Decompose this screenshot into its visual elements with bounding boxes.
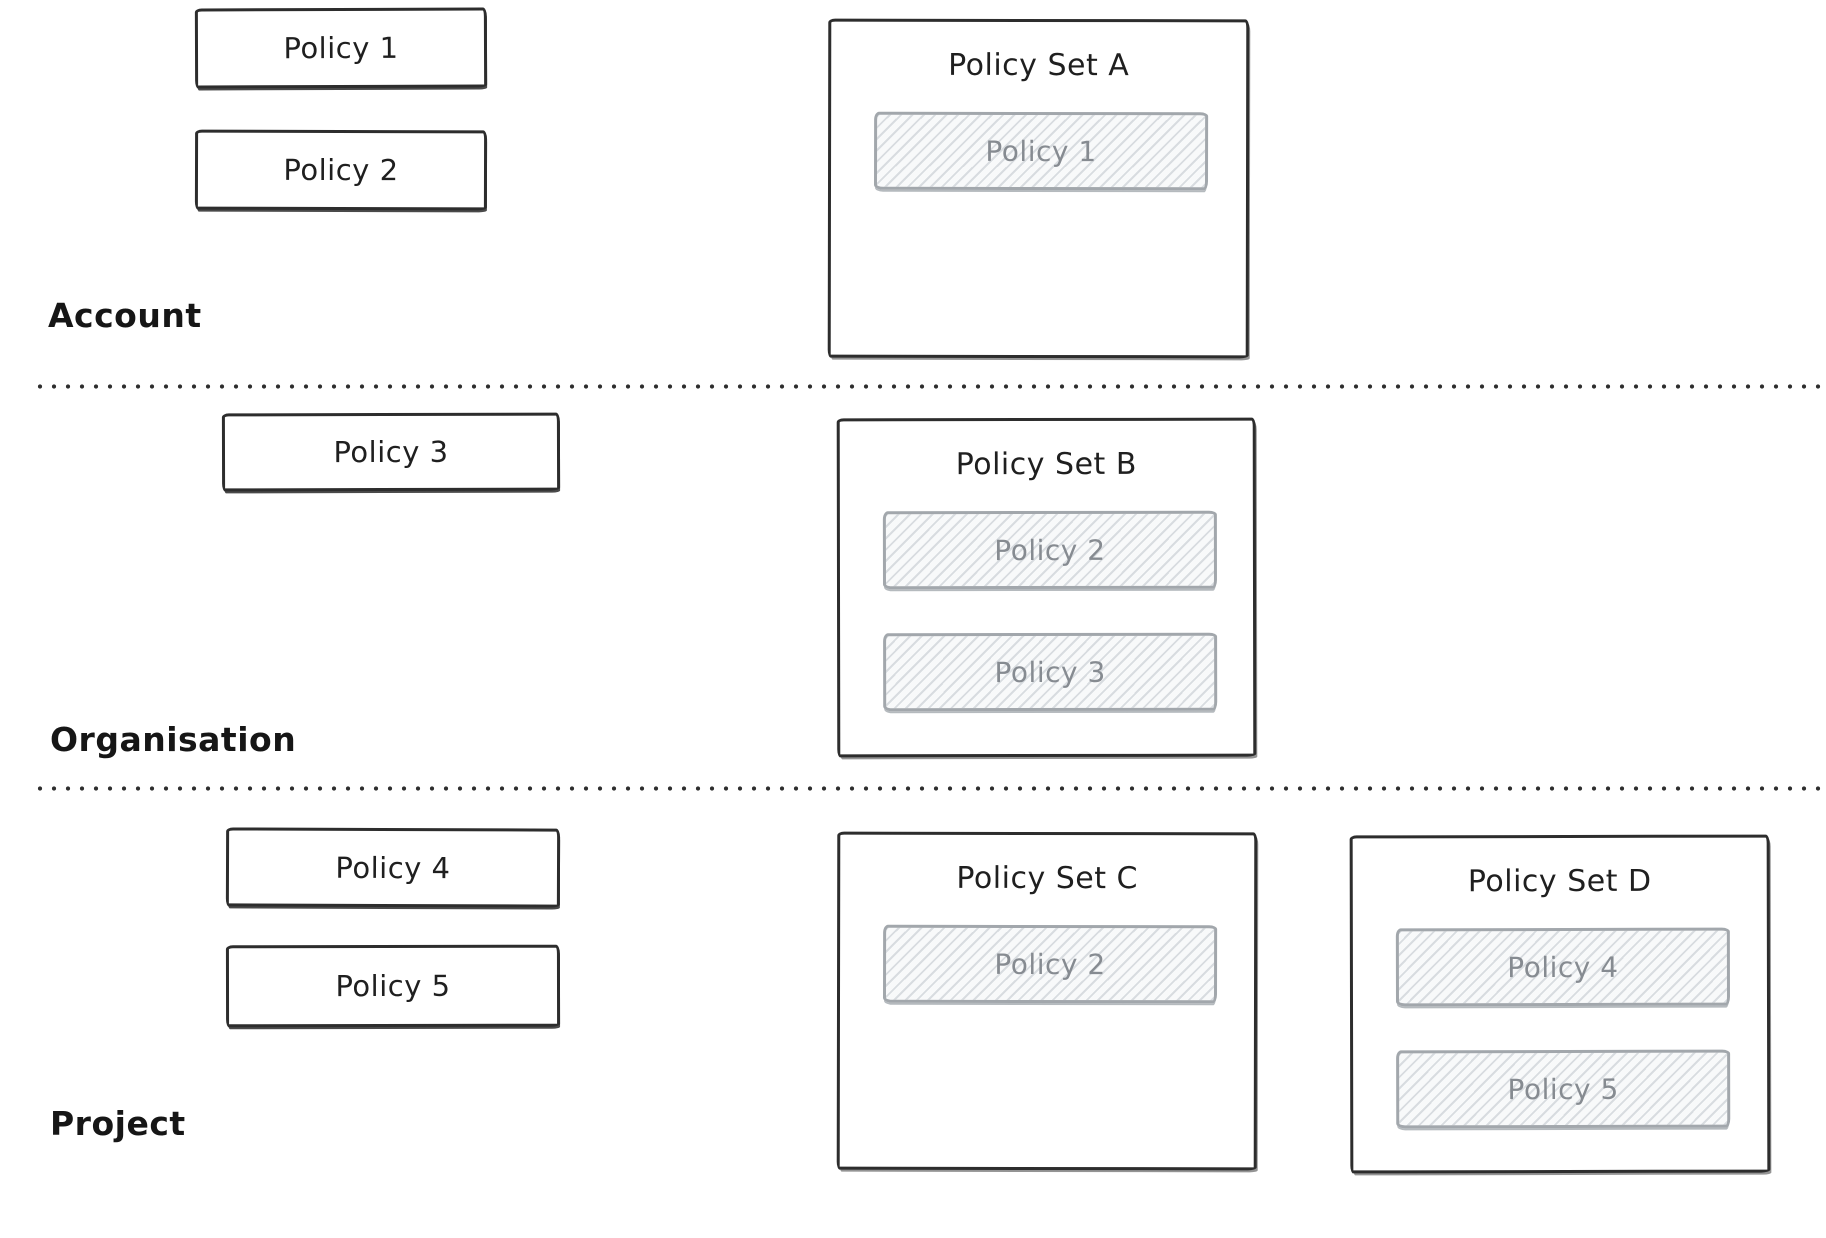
policy-box-label: Policy 4 — [335, 850, 451, 885]
policy-set-d-title: Policy Set D — [1467, 863, 1652, 900]
policy-box-label: Policy 2 — [283, 152, 399, 188]
policy-box-policy-3: Policy 3 — [221, 412, 561, 492]
policy-set-a-member-policy-1: Policy 1 — [873, 111, 1209, 191]
policy-set-b-member-policy-2: Policy 2 — [882, 510, 1218, 590]
policy-set-b-member-policy-3: Policy 3 — [883, 632, 1218, 712]
policy-box-label: Policy 5 — [335, 968, 451, 1004]
policy-set-d-member-policy-5: Policy 5 — [1396, 1049, 1731, 1129]
policy-set-member-label: Policy 5 — [1507, 1072, 1619, 1106]
policy-set-member-label: Policy 3 — [994, 655, 1106, 689]
policy-box-policy-2: Policy 2 — [194, 129, 488, 211]
policy-set-b: Policy Set B Policy 2 Policy 3 — [836, 417, 1257, 758]
policy-set-a: Policy Set A Policy 1 — [827, 18, 1250, 359]
policy-set-member-label: Policy 2 — [994, 947, 1106, 981]
policy-set-member-label: Policy 1 — [985, 134, 1097, 168]
policy-box-policy-4: Policy 4 — [225, 827, 561, 908]
policy-set-c-member-policy-2: Policy 2 — [882, 924, 1218, 1004]
policy-set-c: Policy Set C Policy 2 — [836, 831, 1258, 1171]
policy-set-b-title: Policy Set B — [955, 446, 1137, 483]
policy-box-policy-5: Policy 5 — [225, 944, 561, 1028]
row-label-project: Project — [50, 1104, 186, 1143]
policy-set-c-title: Policy Set C — [956, 860, 1139, 897]
policy-set-a-title: Policy Set A — [948, 47, 1130, 84]
policy-box-label: Policy 1 — [283, 30, 399, 66]
policy-set-d-member-policy-4: Policy 4 — [1395, 927, 1731, 1007]
policy-set-d: Policy Set D Policy 4 Policy 5 — [1349, 834, 1771, 1174]
policy-box-policy-1: Policy 1 — [194, 7, 488, 89]
policy-set-member-label: Policy 2 — [994, 533, 1106, 567]
policy-set-member-label: Policy 4 — [1507, 950, 1619, 984]
row-separator-organisation-project — [33, 786, 1826, 791]
row-label-account: Account — [48, 296, 202, 335]
row-label-organisation: Organisation — [50, 720, 297, 759]
row-separator-account-organisation — [33, 384, 1826, 389]
policy-box-label: Policy 3 — [333, 434, 449, 470]
